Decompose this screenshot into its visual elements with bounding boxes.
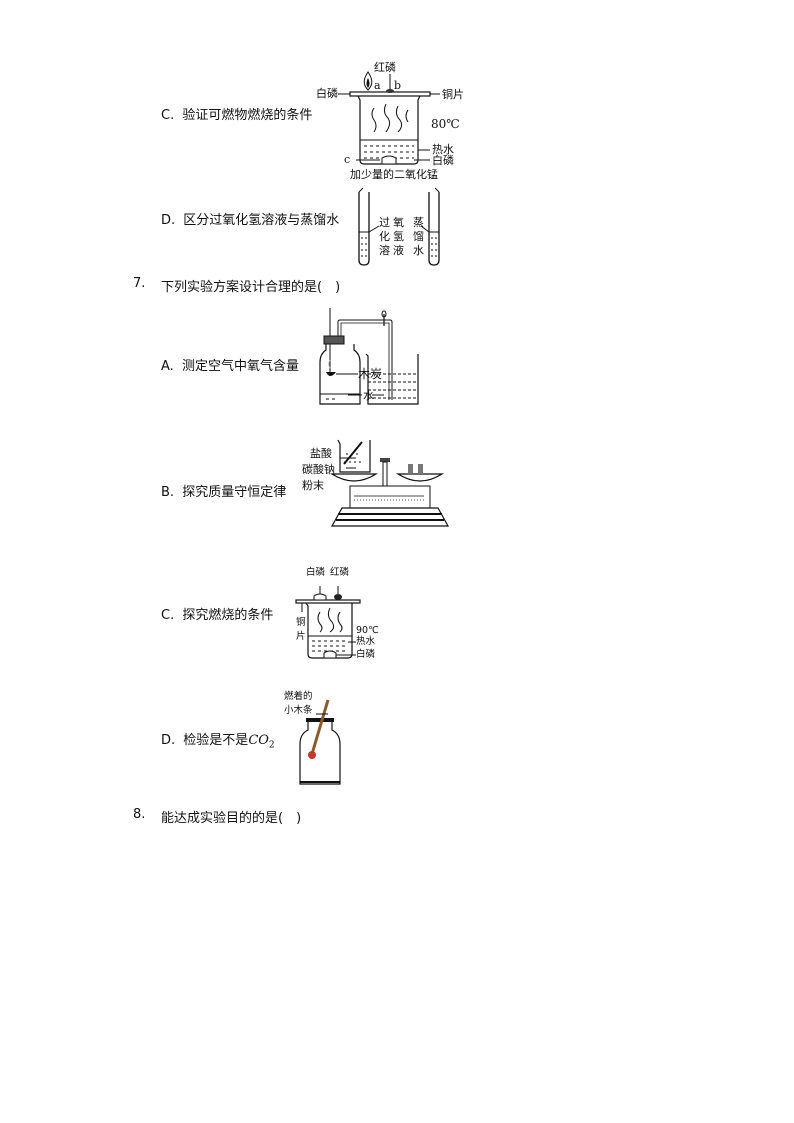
option-letter: D. xyxy=(161,213,176,228)
option-letter: D. xyxy=(161,733,176,748)
label-white-phosphorus-top: 白磷 xyxy=(316,87,338,100)
label-copper-sheet: 铜片 xyxy=(442,88,464,101)
label-copper-2: 片 xyxy=(296,631,306,642)
label-white-phosphorus-top: 白磷 xyxy=(306,567,326,578)
option-text: 测定空气中氧气含量 xyxy=(181,359,299,374)
option-text: 探究燃烧的条件 xyxy=(182,608,274,623)
co2-formula: CO2 xyxy=(248,733,275,751)
label-burning-line1: 燃着的 xyxy=(284,691,313,702)
option-text: 验证可燃物燃烧的条件 xyxy=(182,108,313,123)
burning-beaker-diagram xyxy=(338,71,440,165)
q7d-diagram: 燃着的 小木条 xyxy=(284,690,364,790)
label-hydrogen-peroxide-col2: 氧氢液 xyxy=(393,216,404,257)
bottle-with-burning-stick xyxy=(299,699,341,785)
combustion-beaker-diagram xyxy=(295,586,361,659)
label-distilled-water: 蒸馏水 xyxy=(413,216,424,257)
label-burning-line2: 小木条 xyxy=(284,705,313,716)
oxygen-content-apparatus xyxy=(319,308,419,405)
q7a-diagram: 木炭 水 xyxy=(318,308,438,408)
option-letter: B. xyxy=(161,485,175,500)
question-7-stem: 下列实验方案设计合理的是( ) xyxy=(161,280,341,295)
label-temperature: 90℃ xyxy=(356,625,379,636)
test-tubes-diagram xyxy=(358,187,440,266)
q6d-diagram: 过化溶 氧氢液 蒸馏水 xyxy=(355,187,455,268)
q7-option-d: D. 检验是不是CO2 xyxy=(161,729,275,751)
label-hot-water: 热水 xyxy=(356,636,376,647)
question-7-number: 7. xyxy=(133,276,146,291)
label-hydrochloric-acid: 盐酸 xyxy=(310,447,332,460)
q7c-diagram: 白磷 红磷 铜 片 90℃ 热水 白磷 xyxy=(292,564,392,664)
label-powder: 粉末 xyxy=(302,479,324,492)
q7-option-a: A. 测定空气中氧气含量 xyxy=(161,355,299,374)
option-text: 检验是不是 xyxy=(183,733,249,748)
label-point-c: c xyxy=(344,153,351,166)
option-letter: C. xyxy=(161,608,175,623)
label-caption-mno2: 加少量的二氧化锰 xyxy=(350,168,438,181)
option-letter: A. xyxy=(161,359,174,374)
question-8-stem: 能达成实验目的的是( ) xyxy=(161,811,302,826)
option-letter: C. xyxy=(161,108,175,123)
q7-option-b: B. 探究质量守恒定律 xyxy=(161,481,286,500)
q7b-diagram: 盐酸 碳酸钠 粉末 xyxy=(300,436,450,531)
label-red-phosphorus: 红磷 xyxy=(330,567,350,578)
label-point-b: b xyxy=(394,79,402,92)
q6-option-d: D. 区分过氧化氢溶液与蒸馏水 xyxy=(161,209,339,228)
label-sodium-carbonate: 碳酸钠 xyxy=(302,463,335,476)
label-hydrogen-peroxide-col1: 过化溶 xyxy=(379,216,390,257)
label-temperature: 80℃ xyxy=(431,117,460,131)
q7-option-c: C. 探究燃烧的条件 xyxy=(161,604,273,623)
balance-apparatus xyxy=(329,439,450,527)
q6c-diagram: 红磷 白磷 a b 铜片 80℃ 热水 c 白磷 加少量的二氧化锰 xyxy=(316,60,478,185)
label-point-a: a xyxy=(374,79,381,92)
label-red-phosphorus: 红磷 xyxy=(374,61,396,74)
label-white-phosphorus-bottom: 白磷 xyxy=(356,649,376,660)
label-white-phosphorus-bottom: 白磷 xyxy=(432,154,454,167)
option-text: 探究质量守恒定律 xyxy=(182,485,287,500)
q6-option-c: C. 验证可燃物燃烧的条件 xyxy=(161,104,312,123)
question-8-number: 8. xyxy=(133,807,146,822)
option-text: 区分过氧化氢溶液与蒸馏水 xyxy=(183,213,340,228)
label-charcoal: 木炭 xyxy=(358,367,383,381)
label-hot-water: 热水 xyxy=(432,143,454,156)
label-copper-1: 铜 xyxy=(296,617,306,628)
label-water: 水 xyxy=(363,389,374,402)
